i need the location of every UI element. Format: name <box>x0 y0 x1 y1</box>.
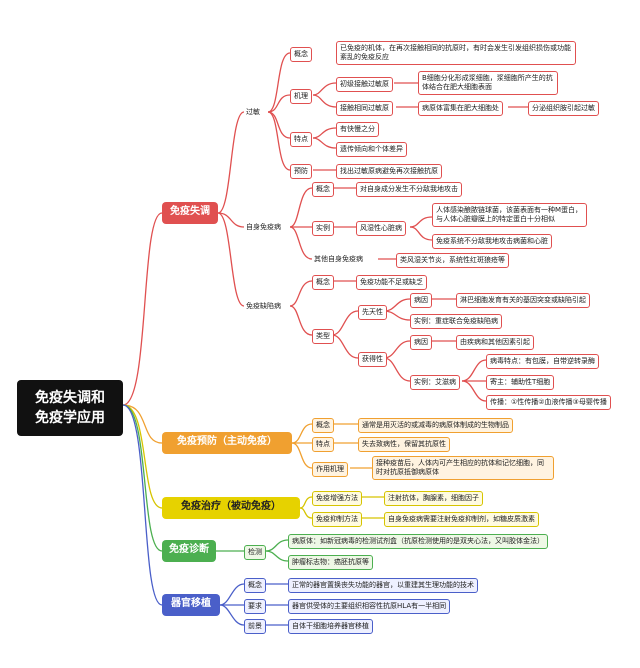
transplant-concept-text: 正常的器官置换丧失功能的器官，以重建其生理功能的技术 <box>288 578 478 593</box>
first-contact-text: B细胞分化形成浆细胞，浆细胞所产生的抗体结合在肥大细胞表面 <box>418 71 558 95</box>
second-contact-text: 病原体富集在肥大细胞处 <box>418 101 503 116</box>
allergy-feature-speed: 有快慢之分 <box>336 122 379 137</box>
therapy-suppress: 免疫抑制方法 <box>312 512 362 527</box>
autoimmune-label: 自身免疫病 <box>246 223 281 231</box>
autoimmune-concept: 概念 <box>312 182 334 197</box>
deficiency-concept-text: 免疫功能不足或缺乏 <box>356 275 427 290</box>
allergy-feature-genetic: 遗传倾向和个体差异 <box>336 142 407 157</box>
prevention-concept: 概念 <box>312 418 334 433</box>
branch-organ-transplant: 器官移植 <box>162 594 220 616</box>
autoimmune-example: 实例 <box>312 221 334 236</box>
branch-immune-therapy: 免疫治疗（被动免疫） <box>162 497 300 519</box>
branch-immune-diagnosis: 免疫诊断 <box>162 540 216 562</box>
second-contact-result: 分泌组织胺引起过敏 <box>528 101 599 116</box>
branch-immune-disorder: 免疫失调 <box>162 202 218 224</box>
prevention-concept-text: 通常是用灭活的或减毒的病原体制成的生物制品 <box>358 418 513 433</box>
prevention-mechanism-text: 接种疫苗后，人体内可产生相应的抗体和记忆细胞，同时对抗原抵御病原体 <box>372 456 554 480</box>
diagnosis-pathogen: 病原体：如新冠病毒的检测试剂盒（抗原检测使用的是双夹心法，又叫胶体金法） <box>288 534 548 549</box>
therapy-enhance: 免疫增强方法 <box>312 491 362 506</box>
rheumatic-heart-disease: 风湿性心脏病 <box>356 221 406 236</box>
prevention-features: 特点 <box>312 437 334 452</box>
prevention-features-text: 失去致病性，保留其抗原性 <box>358 437 450 452</box>
deficiency-concept: 概念 <box>312 275 334 290</box>
root-node: 免疫失调和 免疫学应用 <box>17 380 123 436</box>
allergy-features: 特点 <box>290 132 312 147</box>
therapy-suppress-text: 自身免疫病需要注射免疫抑制剂，如糖皮质激素 <box>384 512 539 527</box>
allergy-mechanism: 机理 <box>290 89 312 104</box>
congenital-cause: 病因 <box>410 293 432 308</box>
rheumatic-text-1: 人体感染酿脓链球菌，该菌表面有一种M蛋白，与人体心脏瓣膜上的特定蛋白十分相似 <box>432 203 587 227</box>
autoimmune-concept-text: 对自身成分发生不分敌我地攻击 <box>356 182 462 197</box>
first-contact-allergen: 初级接触过敏原 <box>336 77 393 92</box>
allergy-prevention-text: 找出过敏原病避免再次接触抗原 <box>336 164 442 179</box>
diagnosis-tumor-marker: 肿瘤标志物：癌胚抗原等 <box>288 555 373 570</box>
transplant-prospect-text: 自体干细胞培养器官移植 <box>288 619 373 634</box>
transplant-prospect: 前景 <box>244 619 266 634</box>
prevention-mechanism: 作用机理 <box>312 462 348 477</box>
allergy-label: 过敏 <box>246 108 260 116</box>
hiv-feature: 病毒特点：有包膜，自带逆转录酶 <box>486 354 599 369</box>
transplant-concept: 概念 <box>244 578 266 593</box>
root-title-line1: 免疫失调和 <box>35 390 105 406</box>
deficiency-types: 类型 <box>312 329 334 344</box>
acquired-type: 获得性 <box>358 352 387 367</box>
acquired-cause-text: 由疾病和其他因素引起 <box>456 335 534 350</box>
therapy-enhance-text: 注射抗体，胸腺素，细胞因子 <box>384 491 483 506</box>
root-title-line2: 免疫学应用 <box>35 410 105 426</box>
rheumatic-text-2: 免疫系统不分敌我地攻击病菌和心脏 <box>432 234 552 249</box>
allergy-concept-text: 已免疫的机体，在再次接触相同的抗原时，有时会发生引发组织损伤或功能紊乱的免疫反应 <box>336 41 576 65</box>
congenital-type: 先天性 <box>358 305 387 320</box>
congenital-example: 实例：重症联合免疫缺陷病 <box>410 314 502 329</box>
transplant-requirement-text: 器官供受体的主要组织相容性抗原HLA有一半相同 <box>288 599 451 614</box>
acquired-cause: 病因 <box>410 335 432 350</box>
transplant-requirement: 要求 <box>244 599 266 614</box>
branch-immune-prevention: 免疫预防（主动免疫） <box>162 432 292 454</box>
acquired-example-aids: 实例：艾滋病 <box>410 375 460 390</box>
hiv-transmission: 传播：①性传播②血液传播③母婴传播 <box>486 395 611 410</box>
other-autoimmune: 其他自身免疫病 <box>314 255 363 263</box>
congenital-cause-text: 淋巴细胞发育有关的基因突变或缺陷引起 <box>456 293 590 308</box>
allergy-prevention: 预防 <box>290 164 312 179</box>
immunodeficiency-label: 免疫缺陷病 <box>246 302 281 310</box>
diagnosis-detect: 检测 <box>244 545 266 560</box>
second-contact-allergen: 接触相同过敏原 <box>336 101 393 116</box>
hiv-host: 寄主：辅助性T细胞 <box>486 375 555 390</box>
allergy-concept: 概念 <box>290 47 312 62</box>
other-autoimmune-text: 类风湿关节炎，系统性红斑狼疮等 <box>396 253 509 268</box>
